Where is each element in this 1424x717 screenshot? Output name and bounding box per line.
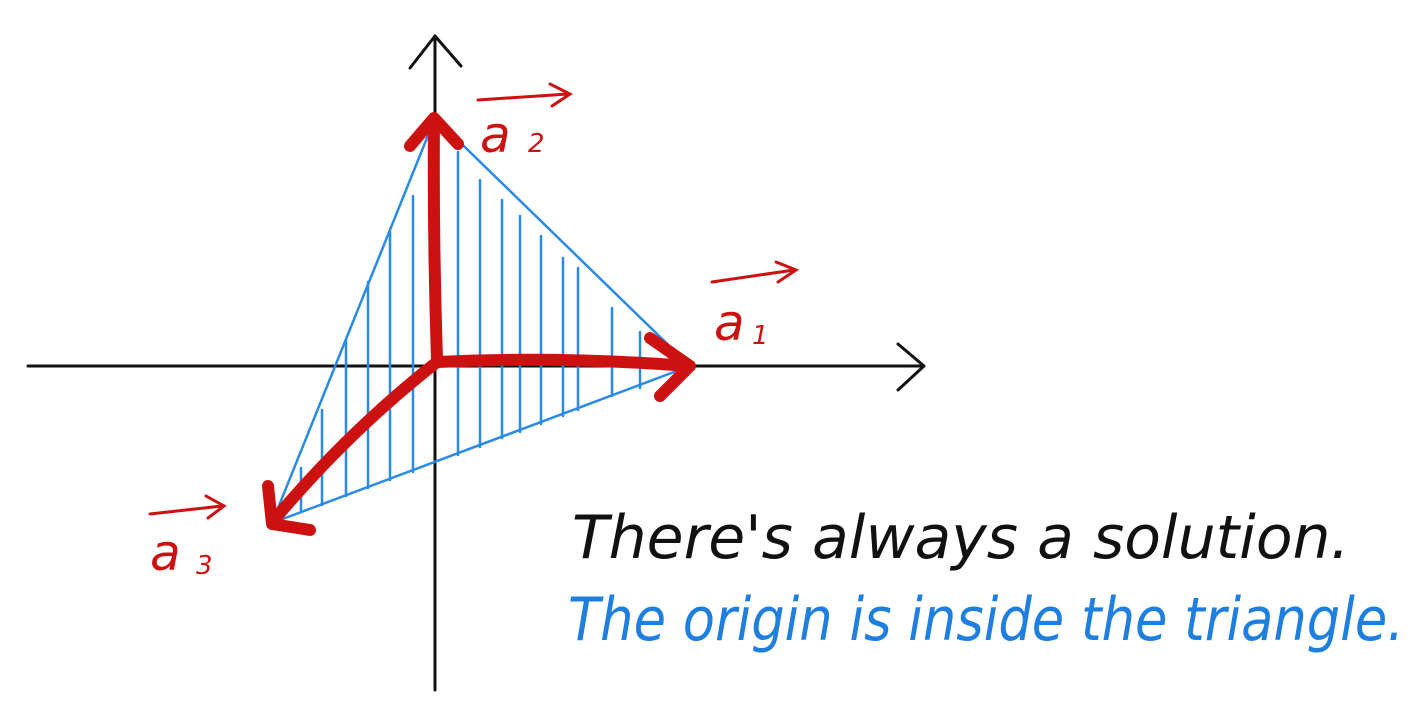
vector-a1-arrow (431, 353, 694, 372)
vector-a1-letter: a (714, 294, 745, 352)
vector-a1-arrowhead (644, 332, 696, 402)
vector-a3-arrowhead (262, 480, 316, 536)
vector-a2-arrow (427, 114, 443, 366)
x-axis-arrowhead (896, 342, 926, 392)
vector-a3-arrow (268, 356, 443, 526)
vector-a3-subscript: 3 (196, 551, 213, 581)
vectors (262, 112, 696, 536)
note-line-solution: There's always a solution. (572, 503, 1350, 573)
triangle-region (270, 116, 692, 525)
y-axis-arrowhead (408, 34, 463, 70)
vector-label-a1: a 1 (710, 260, 800, 352)
vector-label-a3: a 3 (148, 494, 227, 582)
vector-a2-letter: a (480, 106, 511, 164)
vector-a3-letter: a (150, 524, 181, 582)
vector-a1-subscript: 1 (752, 321, 769, 351)
vector-a2-arrowhead (404, 112, 464, 152)
note-line-origin: The origin is inside the triangle. (568, 585, 1404, 655)
vector-a1-overarrow (710, 260, 800, 284)
vector-a3-overarrow (148, 494, 227, 520)
vector-label-a2: a 2 (476, 82, 573, 164)
triangle-hatching (299, 150, 642, 514)
vector-a2-overarrow (476, 82, 573, 108)
vector-a2-subscript: 2 (528, 129, 545, 159)
